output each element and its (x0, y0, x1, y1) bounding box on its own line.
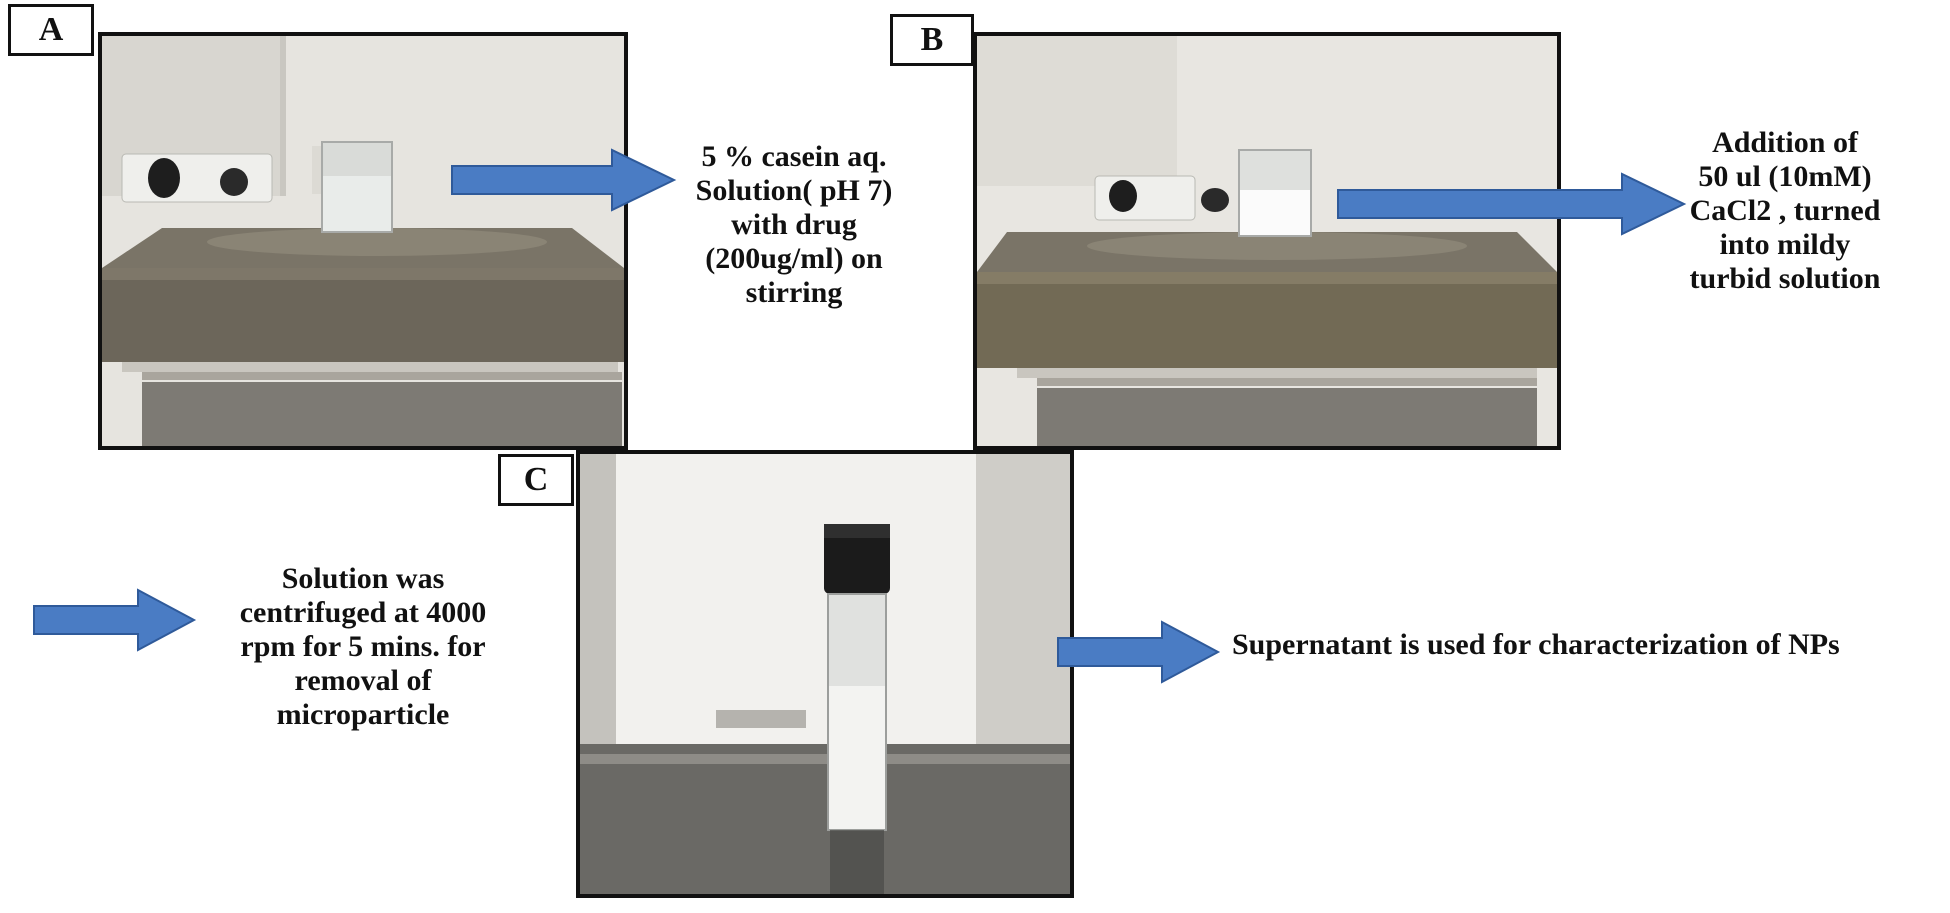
arrow-a-right (451, 148, 677, 212)
caption-c-right: Supernatant is used for characterization… (1232, 628, 1840, 661)
arrow-b-right (1337, 172, 1687, 236)
caption-b: Addition of 50 ul (10mM) CaCl2 , turned … (1689, 126, 1881, 295)
photo-c-illustration (580, 454, 1070, 894)
arrow-c-left-in (33, 588, 197, 652)
panel-b-label: B (890, 14, 974, 66)
photo-c-vial (576, 450, 1074, 898)
photo-b-illustration (977, 36, 1557, 446)
photo-a-illustration (102, 36, 624, 446)
photo-b-stirrer (973, 32, 1561, 450)
arrow-c-right-out (1057, 620, 1221, 684)
panel-c-label: C (498, 454, 574, 506)
panel-a-label: A (8, 4, 94, 56)
caption-a: 5 % casein aq. Solution( pH 7) with drug… (695, 140, 893, 309)
photo-a-stirrer (98, 32, 628, 450)
caption-c-left: Solution was centrifuged at 4000 rpm for… (239, 562, 487, 731)
